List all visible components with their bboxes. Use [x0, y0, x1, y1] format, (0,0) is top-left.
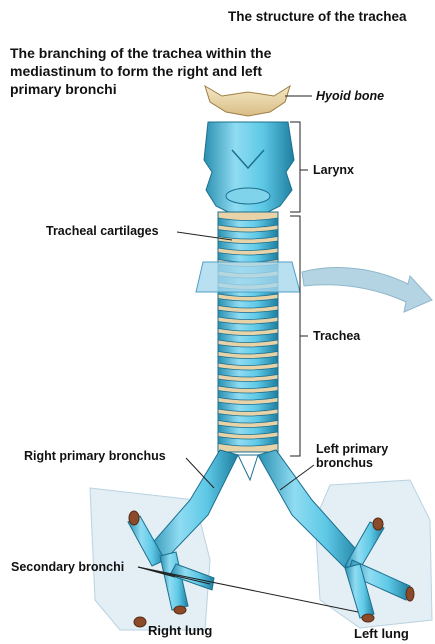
label-tracheal-cartilages: Tracheal cartilages — [46, 224, 159, 239]
label-left-primary-bronchus-line1: Left primary — [316, 442, 388, 457]
lung-tissue — [90, 480, 432, 630]
carina — [238, 455, 258, 480]
label-larynx: Larynx — [313, 163, 354, 178]
cross-section-arrow — [302, 268, 432, 312]
label-right-lung: Right lung — [148, 623, 212, 638]
cricoid-cartilage — [226, 188, 270, 204]
hyoid-bone — [205, 86, 290, 116]
label-hyoid-bone: Hyoid bone — [316, 89, 384, 104]
label-trachea: Trachea — [313, 329, 360, 344]
label-left-lung: Left lung — [354, 626, 409, 641]
cross-section-plane — [196, 262, 300, 292]
label-left-primary-bronchus-line2: bronchus — [316, 456, 373, 471]
label-right-primary-bronchus: Right primary bronchus — [24, 449, 166, 464]
label-secondary-bronchi: Secondary bronchi — [11, 560, 124, 575]
